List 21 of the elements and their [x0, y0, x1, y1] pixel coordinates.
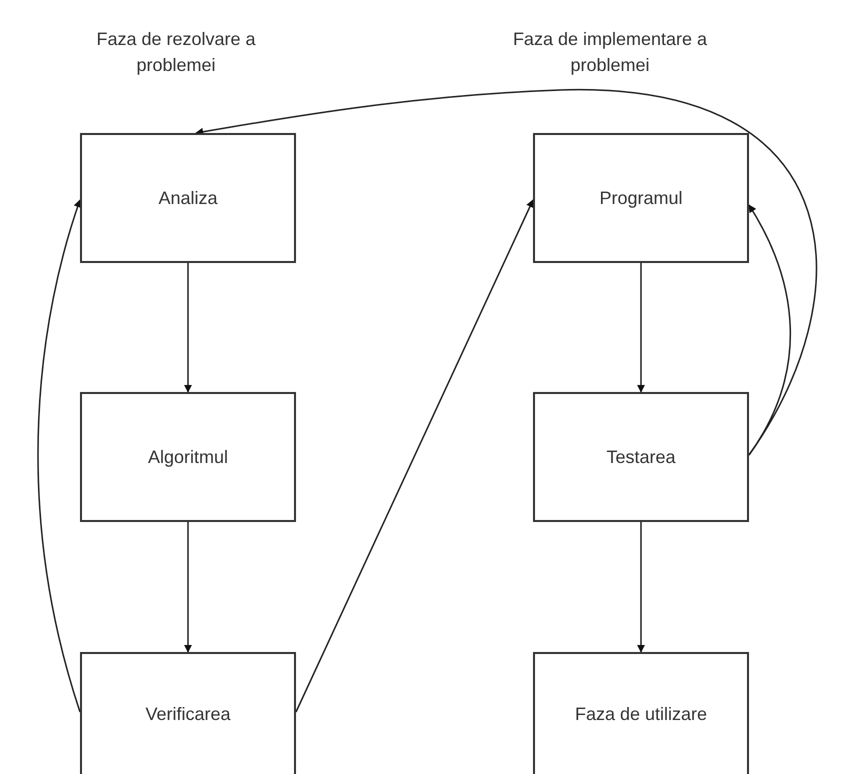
process-box — [533, 392, 749, 522]
box-label: Testarea — [606, 446, 676, 468]
phase-heading: Faza de rezolvare a problemei — [95, 28, 257, 77]
arrow — [184, 522, 192, 653]
process-box — [533, 652, 749, 774]
arrow — [637, 522, 645, 653]
process-box — [533, 133, 749, 263]
arrow — [295, 199, 534, 712]
box-label: Faza de utilizare — [574, 704, 708, 724]
process-box — [80, 652, 296, 774]
box-label: Verificarea — [145, 704, 231, 724]
arrow — [637, 263, 645, 393]
box-label: Programul — [599, 188, 683, 208]
box-label: Analiza — [158, 188, 218, 208]
arrow — [37, 199, 82, 712]
phase-heading: Faza de implementare a problemei — [512, 28, 708, 77]
process-box — [80, 392, 296, 522]
arrow — [195, 89, 816, 456]
process-box — [80, 133, 296, 263]
arrow — [184, 263, 192, 393]
box-label: Algoritmul — [148, 446, 228, 468]
